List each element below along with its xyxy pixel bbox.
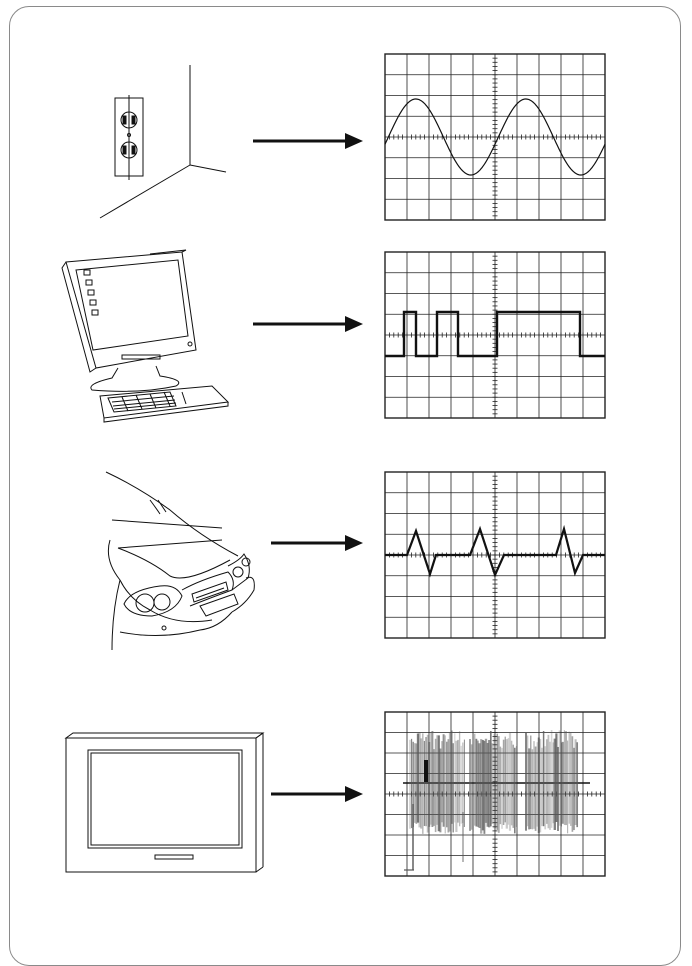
arrow-2: [253, 316, 363, 332]
arrow-1: [253, 133, 363, 149]
oscilloscope-sine-wave: [384, 53, 606, 221]
power-noise-figure: [61, 53, 606, 877]
scope-center-ticks: [384, 53, 606, 221]
car-illustration: [105, 471, 255, 651]
oscilloscope-spikes: [384, 471, 606, 639]
oscilloscope-square-pulses: [384, 251, 606, 419]
flat-panel-tv-illustration: [64, 732, 265, 873]
oscilloscope-noise-bursts: [384, 711, 606, 877]
spike-trace: [385, 524, 605, 579]
arrow-3: [271, 535, 363, 551]
noise-burst-traces: [409, 730, 579, 834]
desktop-computer-illustration: [61, 249, 230, 423]
sine-wave-trace: [384, 98, 606, 176]
wall-outlet-illustration: [99, 65, 227, 219]
arrow-4: [271, 786, 363, 802]
square-pulse-trace: [385, 310, 605, 358]
